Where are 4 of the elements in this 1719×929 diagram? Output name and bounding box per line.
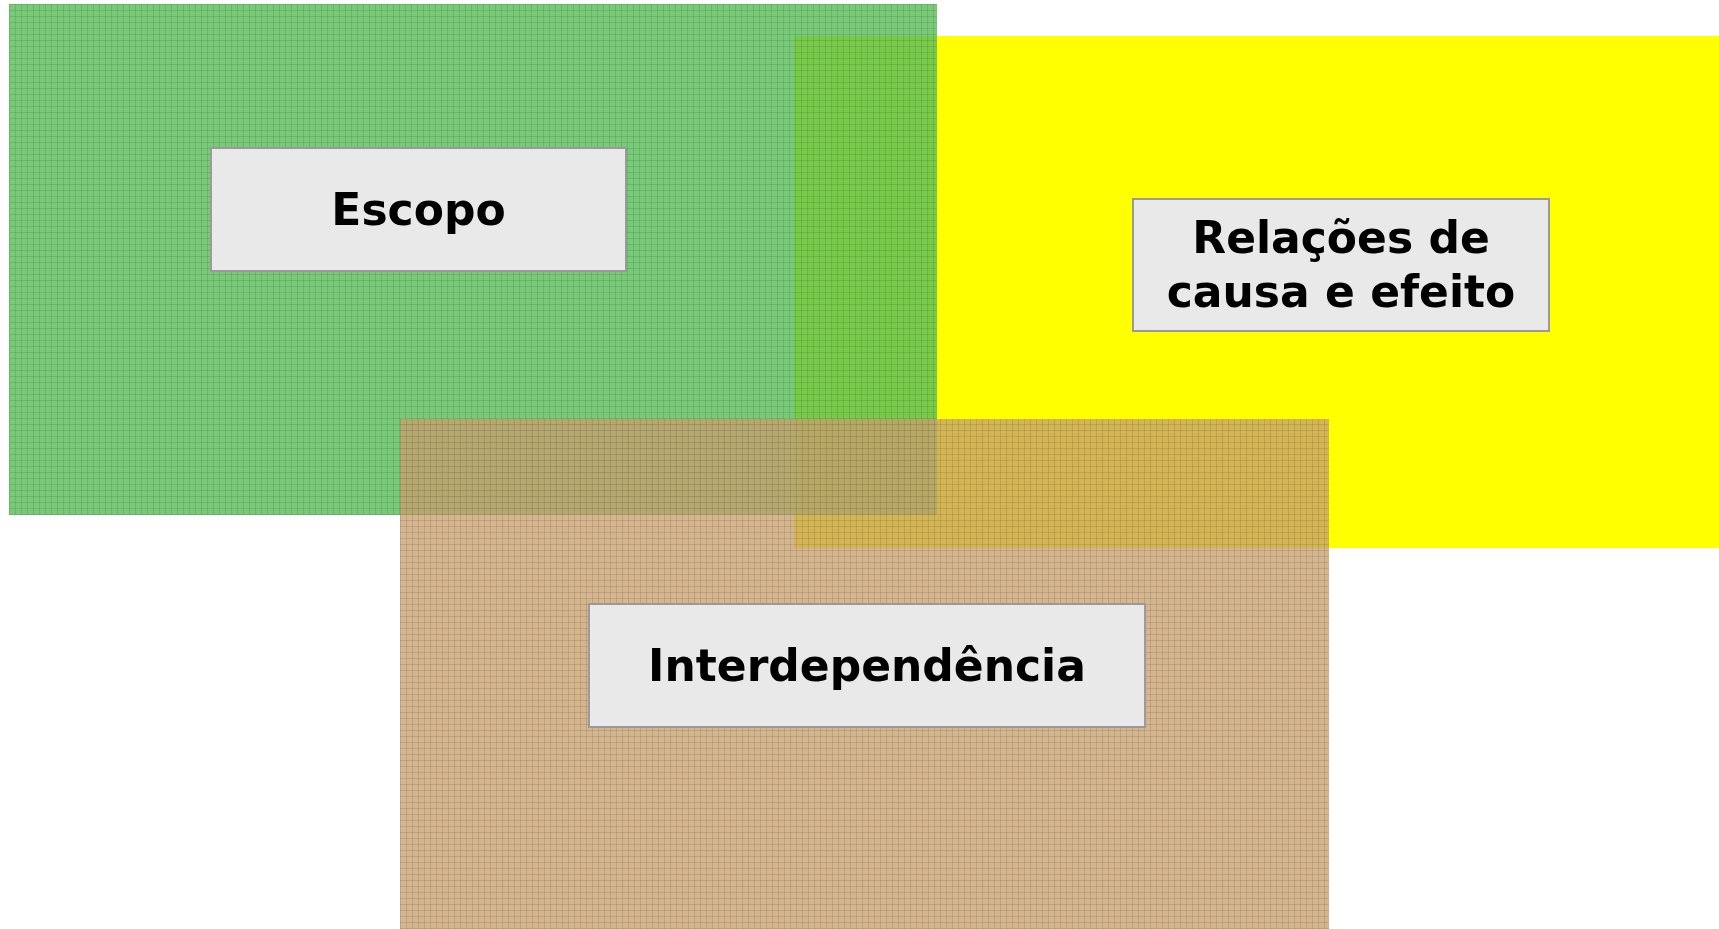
category-label: Relações de causa e efeito — [1132, 198, 1550, 332]
shaded-region — [400, 419, 1329, 929]
category-label: Escopo — [210, 147, 627, 272]
category-label: Interdependência — [588, 603, 1146, 728]
